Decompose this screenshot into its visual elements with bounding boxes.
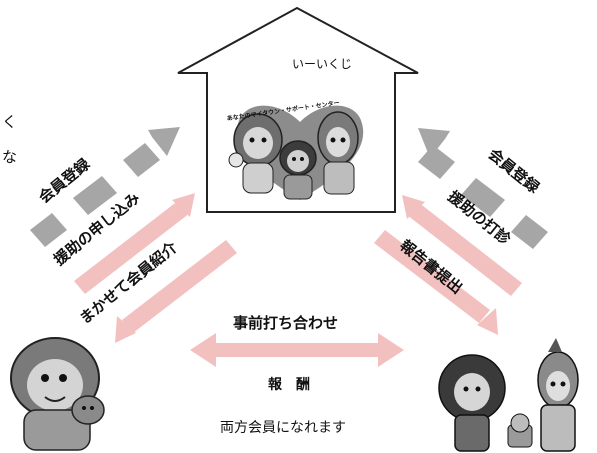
right-pink-arrow-lower — [374, 230, 498, 335]
left-gray-arrow — [30, 127, 180, 247]
left-character-image — [10, 337, 105, 451]
right-pink-arrow-upper — [402, 195, 522, 296]
center-middle-label: 報 酬 — [268, 377, 310, 393]
left-pink-arrow-lower — [115, 240, 237, 343]
right-characters-image — [438, 338, 579, 452]
center-top-label: 事前打ち合わせ — [233, 314, 339, 332]
corner-text-line2: な — [2, 148, 18, 166]
house-characters-image — [218, 90, 383, 205]
center-double-arrow — [190, 333, 404, 367]
house-outline — [177, 6, 419, 213]
corner-text-line1: く — [2, 113, 18, 131]
left-pink-arrow-upper — [74, 193, 195, 294]
center-bottom-label: 両方会員になれます — [220, 420, 346, 436]
right-gray-arrow — [418, 128, 548, 249]
house-name: いーいくじ — [292, 57, 353, 71]
